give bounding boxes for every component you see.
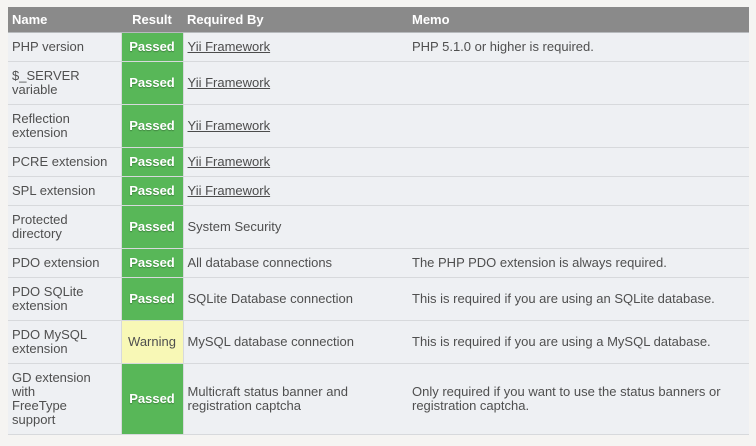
memo-cell: This is required if you are using a MySQ… — [408, 320, 749, 364]
table-row: Protected directory Passed System Security — [8, 205, 749, 249]
required-by-cell: System Security — [183, 205, 408, 249]
required-by-text: SQLite Database connection — [187, 291, 354, 306]
table-header: Name Result Required By Memo — [8, 7, 749, 33]
status-badge: Passed — [129, 75, 175, 90]
requirement-name-cell: GD extension with FreeType support — [8, 363, 121, 435]
requirement-name-cell: Protected directory — [8, 205, 121, 249]
table-row: PDO MySQL extension Warning MySQL database… — [8, 320, 749, 364]
required-by-cell: Yii Framework — [183, 32, 408, 62]
result-cell: Passed — [120, 248, 184, 278]
status-badge: Passed — [129, 291, 175, 306]
required-by-cell: Yii Framework — [183, 176, 408, 206]
requirement-name-cell: Reflection extension — [8, 104, 121, 148]
requirement-name-cell: PDO extension — [8, 248, 121, 278]
memo-cell: PHP 5.1.0 or higher is required. — [408, 32, 749, 62]
required-by-cell: Yii Framework — [183, 104, 408, 148]
memo-cell: Only required if you want to use the sta… — [408, 363, 749, 435]
result-cell: Passed — [120, 147, 184, 177]
column-header-result: Result — [121, 7, 183, 33]
result-cell: Passed — [120, 363, 184, 435]
memo-cell — [408, 147, 749, 177]
column-header-memo: Memo — [408, 7, 749, 33]
result-cell: Passed — [120, 104, 184, 148]
required-by-text: MySQL database connection — [187, 334, 354, 349]
memo-cell — [408, 176, 749, 206]
required-by-cell: MySQL database connection — [183, 320, 408, 364]
result-cell: Passed — [120, 277, 184, 321]
table-row: PCRE extension Passed Yii Framework — [8, 147, 749, 177]
status-badge: Passed — [129, 391, 175, 406]
table-row: PHP version Passed Yii Framework PHP 5.1.0 … — [8, 32, 749, 62]
result-cell: Warning — [120, 320, 184, 364]
required-by-cell: SQLite Database connection — [183, 277, 408, 321]
requirement-name-cell: PDO MySQL extension — [8, 320, 121, 364]
status-badge: Passed — [129, 255, 175, 270]
requirement-name-cell: $_SERVER variable — [8, 61, 121, 105]
required-by-link[interactable]: Yii Framework — [187, 118, 271, 133]
required-by-link[interactable]: Yii Framework — [187, 39, 271, 54]
page: Name Result Required By Memo PHP version… — [8, 7, 749, 435]
requirements-table: Name Result Required By Memo PHP version… — [8, 7, 749, 435]
column-header-required-by: Required By — [183, 7, 408, 33]
status-badge: Passed — [129, 219, 175, 234]
result-cell: Passed — [120, 176, 184, 206]
requirement-name-cell: PHP version — [8, 32, 121, 62]
required-by-cell: Yii Framework — [183, 61, 408, 105]
status-badge: Passed — [129, 183, 175, 198]
status-badge: Warning — [128, 334, 176, 349]
required-by-cell: Yii Framework — [183, 147, 408, 177]
result-cell: Passed — [120, 32, 184, 62]
required-by-link[interactable]: Yii Framework — [187, 154, 271, 169]
table-row: PDO extension Passed All database connecti… — [8, 248, 749, 278]
required-by-text: All database connections — [187, 255, 333, 270]
table-row: $_SERVER variable Passed Yii Framework — [8, 61, 749, 105]
result-cell: Passed — [120, 205, 184, 249]
column-header-name: Name — [8, 7, 121, 33]
required-by-cell: All database connections — [183, 248, 408, 278]
required-by-text: Multicraft status banner and registratio… — [187, 384, 348, 413]
required-by-link[interactable]: Yii Framework — [187, 75, 271, 90]
requirement-name-cell: PCRE extension — [8, 147, 121, 177]
required-by-cell: Multicraft status banner and registratio… — [183, 363, 408, 435]
memo-cell: This is required if you are using an SQL… — [408, 277, 749, 321]
table-row: GD extension with FreeType support Passed… — [8, 363, 749, 435]
requirement-name-cell: SPL extension — [8, 176, 121, 206]
status-badge: Passed — [129, 118, 175, 133]
table-row: SPL extension Passed Yii Framework — [8, 176, 749, 206]
table-row: Reflection extension Passed Yii Framework — [8, 104, 749, 148]
required-by-link[interactable]: Yii Framework — [187, 183, 271, 198]
table-row: PDO SQLite extension Passed SQLite Databas… — [8, 277, 749, 321]
result-cell: Passed — [120, 61, 184, 105]
status-badge: Passed — [129, 39, 175, 54]
memo-cell — [408, 205, 749, 249]
required-by-text: System Security — [187, 219, 282, 234]
memo-cell — [408, 61, 749, 105]
memo-cell — [408, 104, 749, 148]
status-badge: Passed — [129, 154, 175, 169]
header-row: Name Result Required By Memo — [8, 7, 749, 33]
requirement-name-cell: PDO SQLite extension — [8, 277, 121, 321]
memo-cell: The PHP PDO extension is always required… — [408, 248, 749, 278]
